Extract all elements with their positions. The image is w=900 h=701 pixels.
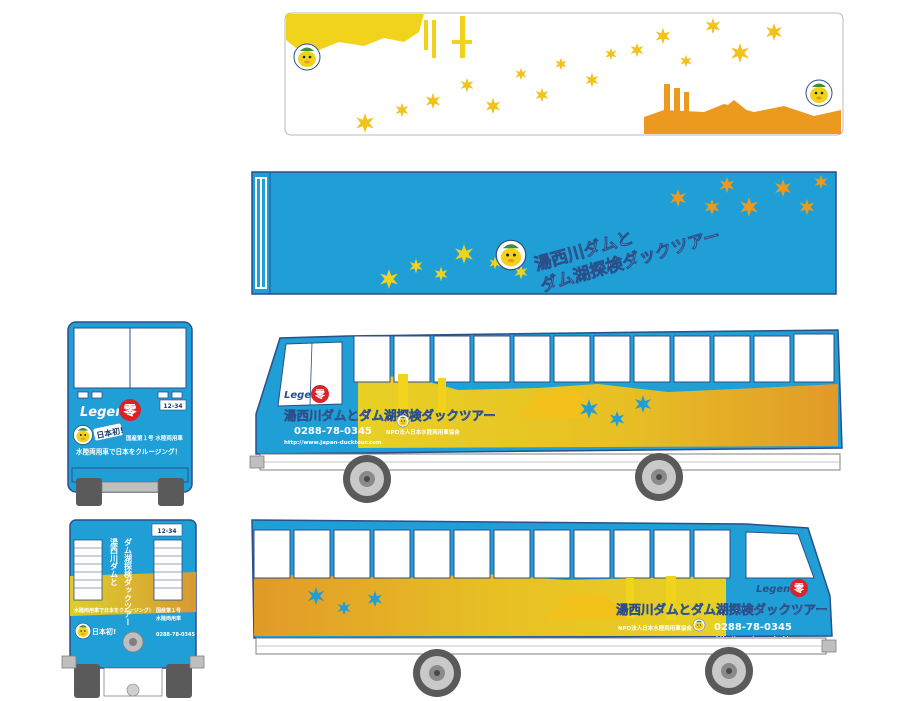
- rear-vertical-line2: ダム湖探検ダックツアー: [123, 537, 133, 626]
- left-association: NPO法人日本水陸両用車協会: [386, 428, 460, 436]
- roof-mascot-left: [293, 43, 321, 71]
- front-line2: 水陸両用車で日本をクルージング！: [76, 447, 181, 456]
- rear-line2: 国産第１号: [156, 607, 181, 614]
- rear-badge: 日本初!: [92, 627, 116, 636]
- roof-mascot-right: [805, 79, 833, 107]
- right-title: 湯西川ダムとダム湖探検ダックツアー: [616, 602, 828, 617]
- left-title: 湯西川ダムとダム湖探検ダックツアー: [284, 408, 496, 423]
- left-mascot: [396, 414, 410, 428]
- right-side-windows: [253, 529, 731, 579]
- right-zero-kanji: 零: [793, 582, 805, 595]
- top-view-panel: 湯西川ダムと ダム湖探検ダックツアー: [248, 168, 840, 298]
- left-legend-logo: Legend: [284, 390, 326, 401]
- front-line1: 国産第１号 水陸両用車: [126, 434, 183, 442]
- front-mascot: [73, 425, 93, 445]
- right-legend-logo: Legend: [756, 584, 798, 595]
- right-side-scenery: [546, 576, 676, 620]
- right-mascot: [692, 618, 706, 632]
- roof-skyline-right: [644, 84, 841, 134]
- left-zero-kanji: 零: [314, 388, 326, 401]
- rear-phone: 0288-78-0345: [156, 632, 195, 638]
- front-plate: 12-34: [163, 403, 182, 410]
- right-association: NPO法人日本水陸両用車協会: [618, 624, 692, 632]
- right-phone: 0288-78-0345: [714, 622, 792, 633]
- rear-line1: 水陸両用車で日本をクルージング！: [73, 607, 154, 614]
- left-side-scenery: [398, 374, 598, 420]
- rear-line3: 水陸両用車: [155, 615, 181, 622]
- right-rear-wheel: [413, 649, 461, 697]
- roof-foliage-left: [286, 14, 472, 58]
- roof-panel: [284, 12, 844, 136]
- rear-view: 12-34 湯西川ダムと ダム湖探検ダックツアー 水陸両用車で日本をクルージング…: [58, 516, 208, 701]
- left-side-windows: [353, 333, 835, 383]
- right-side-view: Legend 零 湯西川ダムとダム湖探検ダックツアー 0288-78-0345 …: [246, 516, 846, 701]
- left-front-wheel: [343, 455, 391, 503]
- left-url: http://www.japan-ducktour.com: [284, 440, 382, 446]
- front-view: 12-34 Legend 零 日本初! 国産第１号 水陸両用車 水陸両用車で日本…: [58, 318, 202, 508]
- front-zero-kanji: 零: [122, 404, 137, 419]
- left-phone: 0288-78-0345: [294, 426, 372, 437]
- rear-vertical-line1: 湯西川ダムと: [110, 537, 119, 586]
- rear-plate: 12-34: [157, 528, 176, 535]
- right-front-wheel: [705, 647, 753, 695]
- left-rear-wheel: [635, 453, 683, 501]
- rear-mascot: [74, 622, 92, 640]
- top-view-mascot: [495, 239, 527, 271]
- left-side-view: Legend 零 湯西川ダムとダム湖探検ダックツアー 0288-78-0345 …: [238, 318, 850, 504]
